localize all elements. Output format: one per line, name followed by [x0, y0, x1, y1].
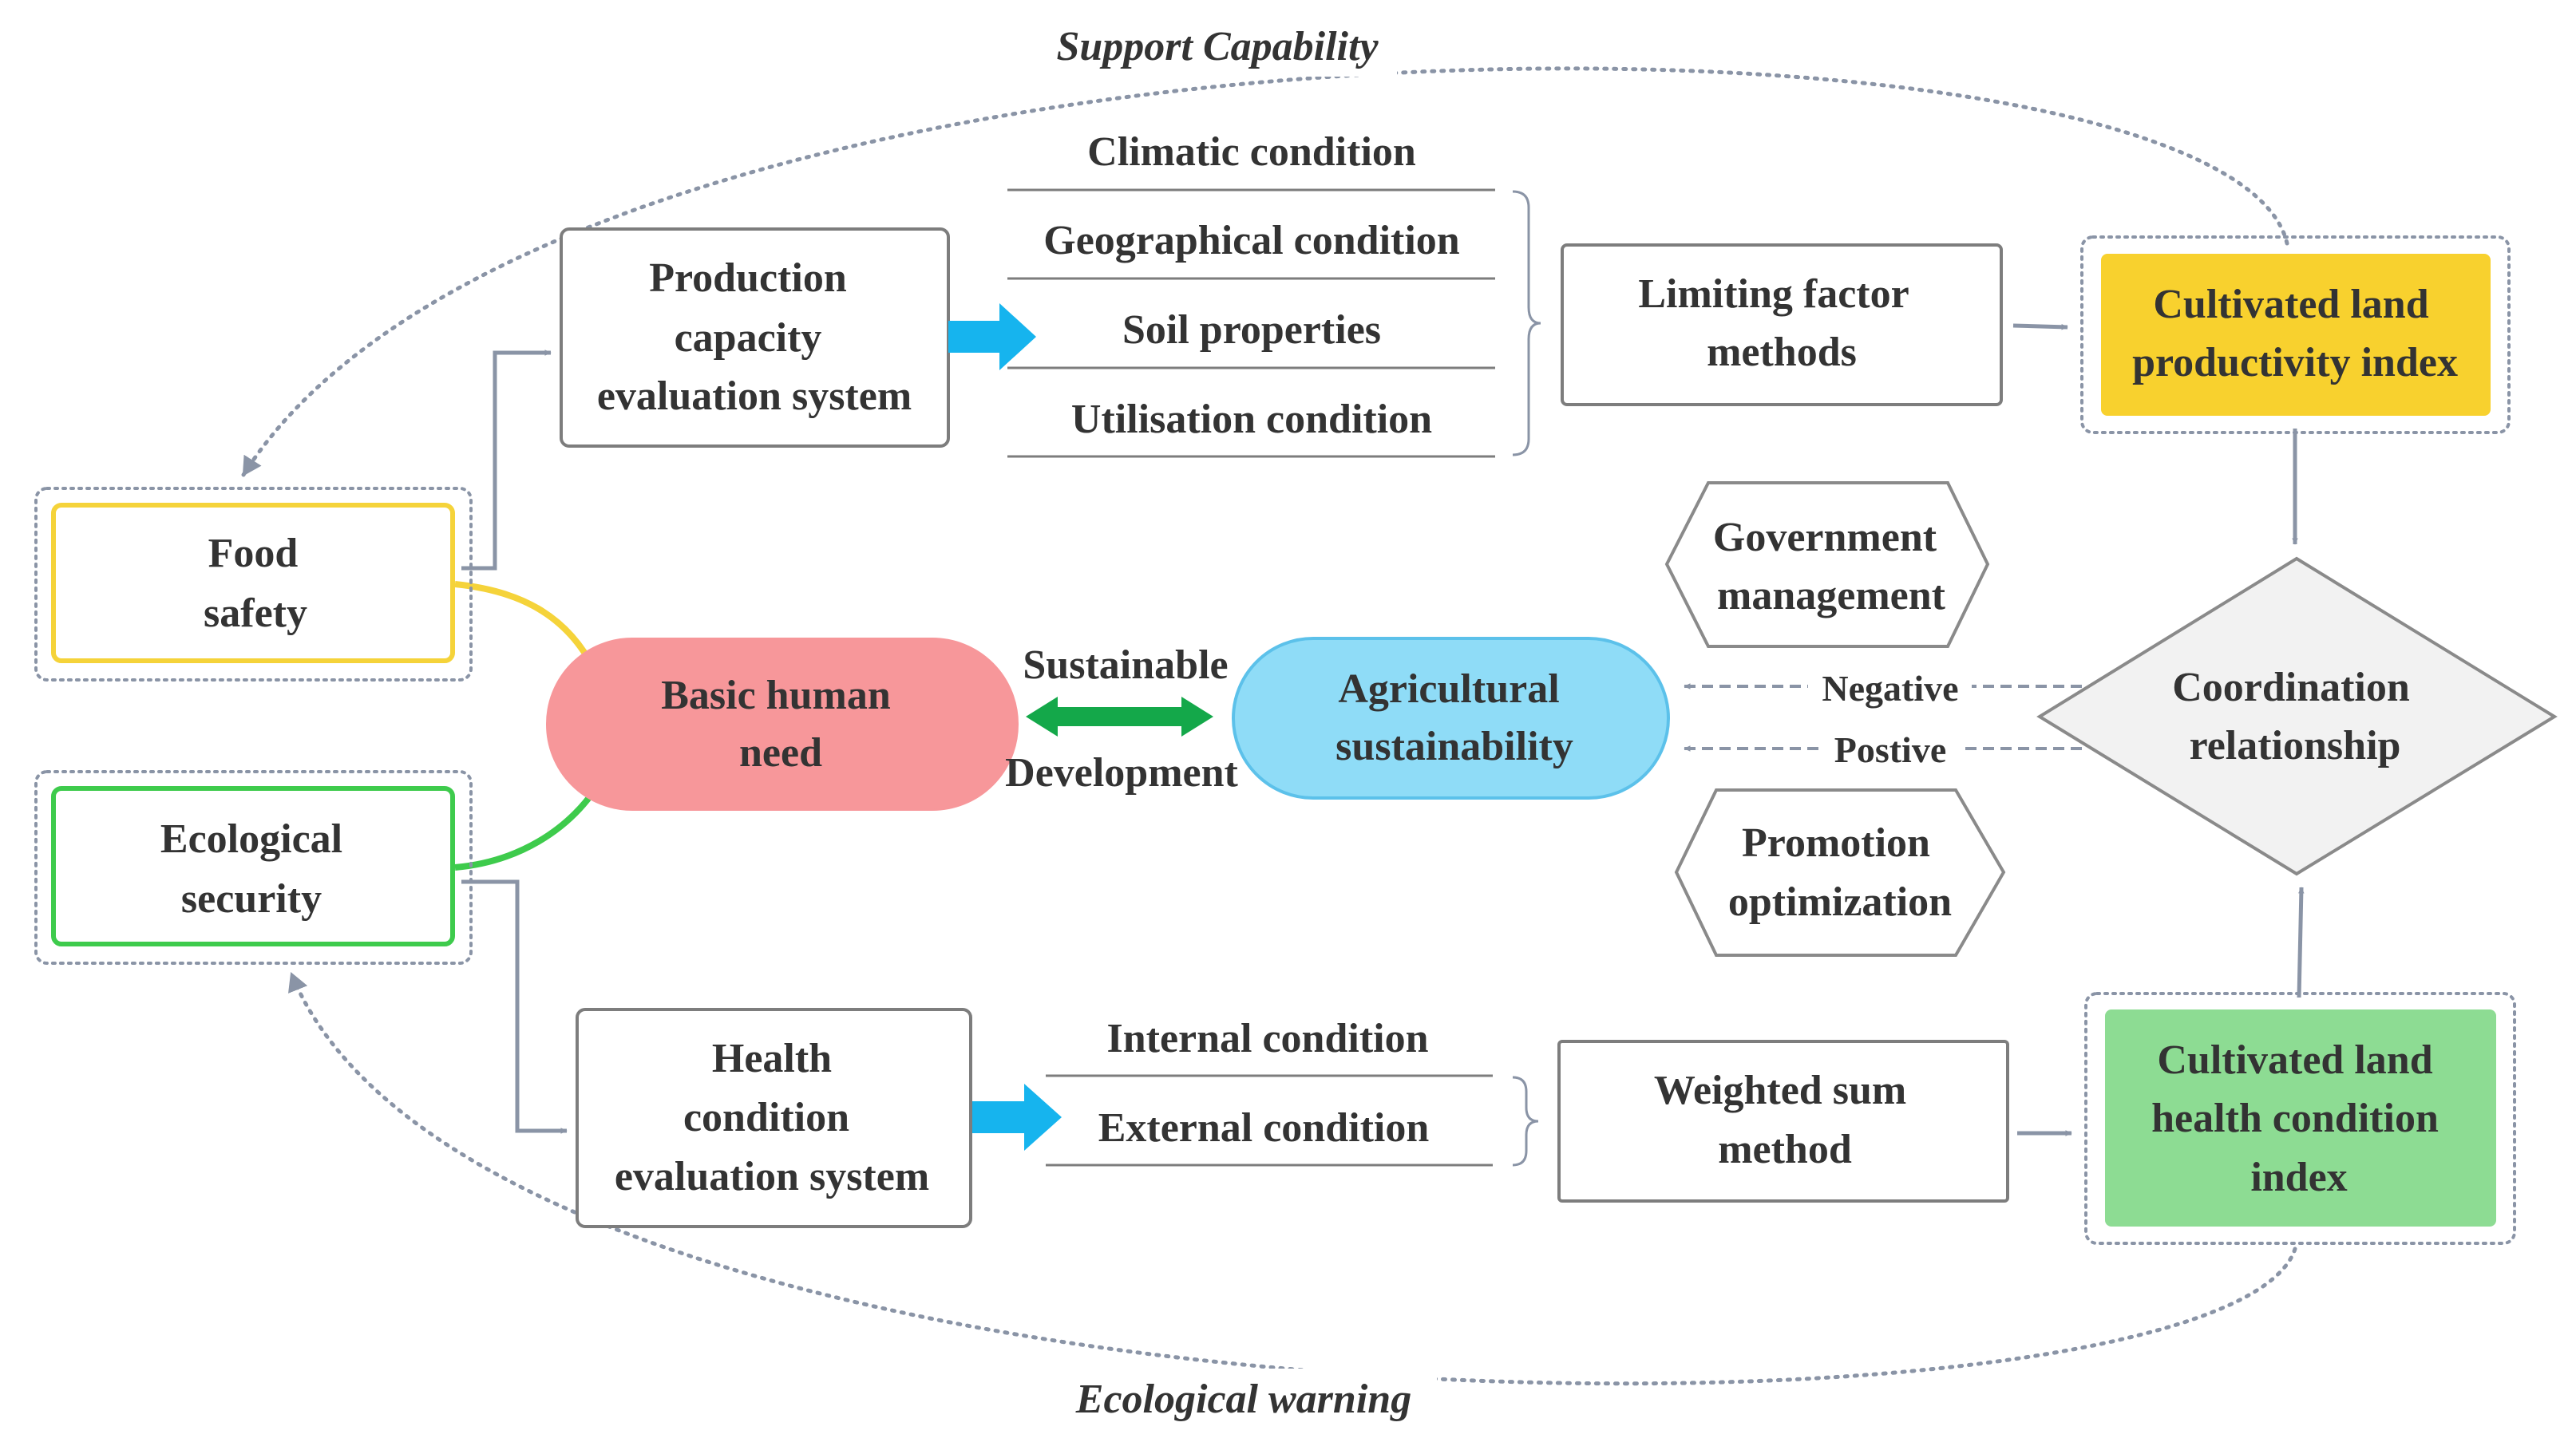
production-system-node: Production capacity evaluation system: [560, 227, 950, 448]
condition-climatic: Climatic condition: [1087, 129, 1416, 175]
negative-label-bg: [1808, 662, 1972, 710]
eco-to-health-connector: [461, 879, 568, 1134]
health-to-coordination-arrow: [2297, 887, 2305, 998]
food-need-curve: [454, 581, 598, 672]
limiting-to-productivity-arrow: [2012, 323, 2068, 330]
limiting-line-2: methods: [1707, 330, 1857, 375]
ecological-security-node: Ecological security: [34, 770, 473, 965]
government-node: Government management: [1664, 481, 1990, 648]
health-system-node: Health condition evaluation system: [576, 1008, 972, 1228]
health-line-3: evaluation system: [615, 1154, 929, 1199]
production-conditions-list: Climatic condition Geographical conditio…: [1007, 129, 1541, 458]
basic-need-line-2: need: [739, 730, 822, 776]
weighted-line-2: method: [1718, 1127, 1852, 1172]
weighted-sum-node: Weighted sum method: [1557, 1040, 2009, 1203]
condition-soil: Soil properties: [1122, 307, 1381, 353]
double-green-arrow: [1026, 697, 1213, 737]
warning-label-bg: [1054, 1369, 1437, 1429]
health-index-line-2: health condition: [2151, 1096, 2439, 1141]
health-index-line-3: index: [2250, 1155, 2347, 1200]
food-safety-node: Food safety: [34, 487, 473, 682]
coordination-line-2: relationship: [2190, 723, 2401, 768]
production-process-arrow: [948, 303, 1036, 370]
food-to-production-connector: [461, 350, 552, 571]
eco-security-line-1: Ecological: [160, 816, 342, 862]
basic-human-need-node: Basic human need: [546, 638, 1019, 811]
production-line-2: capacity: [675, 315, 822, 361]
health-conditions-list: Internal condition External condition: [1046, 1016, 1539, 1167]
promotion-node: Promotion optimization: [1674, 788, 2006, 957]
condition-utilisation: Utilisation condition: [1071, 397, 1432, 442]
condition-internal: Internal condition: [1106, 1016, 1428, 1061]
promotion-line-1: Promotion: [1742, 820, 1930, 866]
development-label: Development: [1005, 750, 1238, 796]
government-line-1: Government: [1713, 515, 1937, 560]
sustainable-label: Sustainable: [1023, 642, 1228, 688]
agri-line-1: Agricultural: [1338, 666, 1559, 712]
condition-geographical: Geographical condition: [1043, 218, 1460, 263]
limiting-line-1: Limiting factor: [1638, 271, 1909, 317]
productivity-line-1: Cultivated land: [2153, 282, 2428, 327]
health-index-node: Cultivated land health condition index: [2084, 992, 2516, 1245]
health-line-2: condition: [683, 1095, 849, 1140]
support-capability-label: Support Capability: [1056, 24, 1379, 69]
negative-label: Negative: [1822, 668, 1958, 709]
limiting-factor-node: Limiting factor methods: [1561, 243, 2003, 406]
health-index-line-1: Cultivated land: [2157, 1037, 2432, 1083]
support-label-bg: [1038, 16, 1397, 77]
agri-line-2: sustainability: [1335, 724, 1573, 769]
productivity-line-2: productivity index: [2132, 340, 2458, 385]
basic-need-line-1: Basic human: [661, 673, 891, 718]
positive-label: Postive: [1834, 729, 1947, 770]
ecological-warning-label: Ecological warning: [1075, 1377, 1411, 1422]
production-line-3: evaluation system: [597, 373, 912, 419]
promotion-line-2: optimization: [1728, 879, 1952, 925]
coordination-line-1: Coordination: [2172, 665, 2410, 710]
condition-external: External condition: [1098, 1105, 1430, 1151]
production-line-1: Production: [649, 255, 847, 301]
support-capability-arc: [241, 66, 2289, 477]
government-line-2: management: [1717, 573, 1946, 618]
weighted-line-1: Weighted sum: [1654, 1068, 1906, 1113]
production-brace: [1512, 190, 1541, 456]
sustainable-development-link: Sustainable Development: [1005, 642, 1238, 796]
health-line-1: Health: [712, 1036, 832, 1081]
eco-need-curve: [454, 788, 598, 871]
health-process-arrow: [972, 1084, 1062, 1151]
agricultural-sustainability-node: Agricultural sustainability: [1232, 637, 1670, 800]
eco-security-line-2: security: [181, 876, 322, 922]
health-brace: [1512, 1076, 1539, 1167]
coordination-node: Coordination relationship: [2036, 556, 2558, 876]
productivity-index-node: Cultivated land productivity index: [2080, 235, 2511, 434]
food-safety-line-2: safety: [204, 591, 307, 636]
positive-label-bg: [1820, 725, 1964, 772]
food-safety-line-1: Food: [208, 531, 299, 576]
